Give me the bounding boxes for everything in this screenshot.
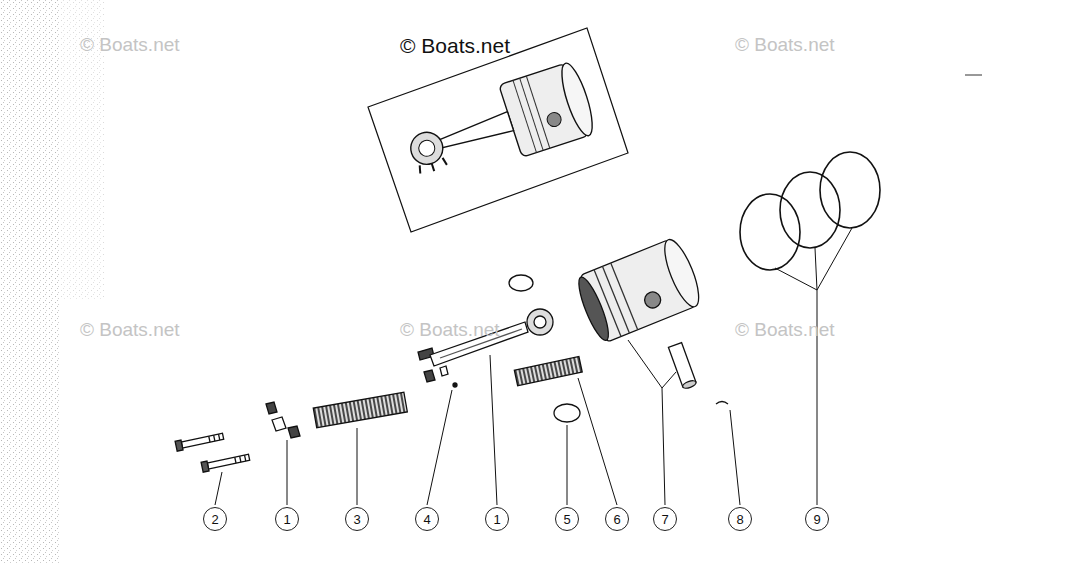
scan-mark — [965, 75, 982, 76]
callout-circle: 2 — [203, 507, 227, 531]
callout-number: 2 — [211, 513, 218, 526]
exploded-parts — [175, 152, 880, 472]
callout-number: 4 — [423, 513, 430, 526]
callout-circle: 6 — [605, 507, 629, 531]
callout-number: 6 — [613, 513, 620, 526]
watermark: © Boats.net — [80, 35, 180, 56]
callout-number: 9 — [813, 513, 820, 526]
callout-circle: 1 — [275, 507, 299, 531]
watermark: © Boats.net — [80, 320, 180, 341]
callout-number: 8 — [736, 513, 743, 526]
watermark: © Boats.net — [735, 320, 835, 341]
copyright-mark: © Boats.net — [400, 34, 510, 57]
callout-number: 7 — [661, 513, 668, 526]
callout-circle: 3 — [345, 507, 369, 531]
scan-noise — [0, 0, 60, 563]
callout-circle: 8 — [728, 507, 752, 531]
callout-number: 1 — [493, 513, 500, 526]
watermark: © Boats.net — [735, 35, 835, 56]
watermark: © Boats.net — [400, 320, 500, 341]
inset-assembly — [368, 28, 628, 232]
callout-number: 3 — [353, 513, 360, 526]
callout-number: 5 — [563, 513, 570, 526]
callout-number: 1 — [283, 513, 290, 526]
callout-circle: 1 — [485, 507, 509, 531]
callout-circle: 4 — [415, 507, 439, 531]
callout-circle: 5 — [555, 507, 579, 531]
leader-lines — [215, 228, 852, 505]
callout-circle: 7 — [653, 507, 677, 531]
callout-circle: 9 — [805, 507, 829, 531]
